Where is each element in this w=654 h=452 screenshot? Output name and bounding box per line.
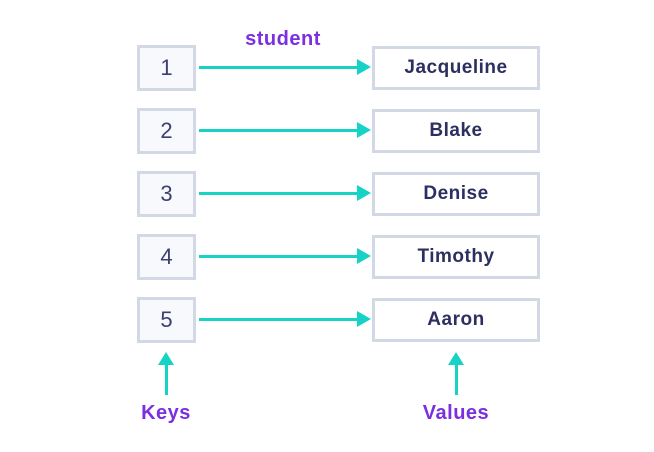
arrow-line [199, 192, 358, 195]
key-box: 2 [137, 108, 196, 154]
mapping-row: 1 Jacqueline [0, 45, 654, 91]
arrow-head-icon [357, 59, 371, 75]
mapping-row: 5 Aaron [0, 297, 654, 343]
arrow-head-icon [448, 352, 464, 365]
key-box: 4 [137, 234, 196, 280]
dictionary-name-label: student [245, 28, 321, 50]
arrow-line [454, 364, 458, 395]
arrow-right-icon [0, 45, 654, 91]
key-box: 1 [137, 45, 196, 91]
arrow-line [199, 318, 358, 321]
values-label: Values [422, 402, 490, 424]
arrow-head-icon [158, 352, 174, 365]
arrow-head-icon [357, 248, 371, 264]
arrow-line [199, 255, 358, 258]
key-box: 3 [137, 171, 196, 217]
value-box: Blake [372, 109, 540, 153]
value-box: Timothy [372, 235, 540, 279]
key-box: 5 [137, 297, 196, 343]
arrow-line [199, 66, 358, 69]
value-box: Denise [372, 172, 540, 216]
arrow-up-icon [448, 352, 464, 395]
mapping-row: 4 Timothy [0, 234, 654, 280]
arrow-right-icon [0, 108, 654, 154]
mapping-row: 2 Blake [0, 108, 654, 154]
arrow-head-icon [357, 311, 371, 327]
arrow-head-icon [357, 185, 371, 201]
keys-label: Keys [141, 402, 191, 424]
arrow-right-icon [0, 297, 654, 343]
mapping-row: 3 Denise [0, 171, 654, 217]
arrow-right-icon [0, 234, 654, 280]
value-box: Jacqueline [372, 46, 540, 90]
arrow-right-icon [0, 171, 654, 217]
arrow-head-icon [357, 122, 371, 138]
value-box: Aaron [372, 298, 540, 342]
arrow-line [199, 129, 358, 132]
arrow-line [164, 364, 168, 395]
arrow-up-icon [158, 352, 174, 395]
